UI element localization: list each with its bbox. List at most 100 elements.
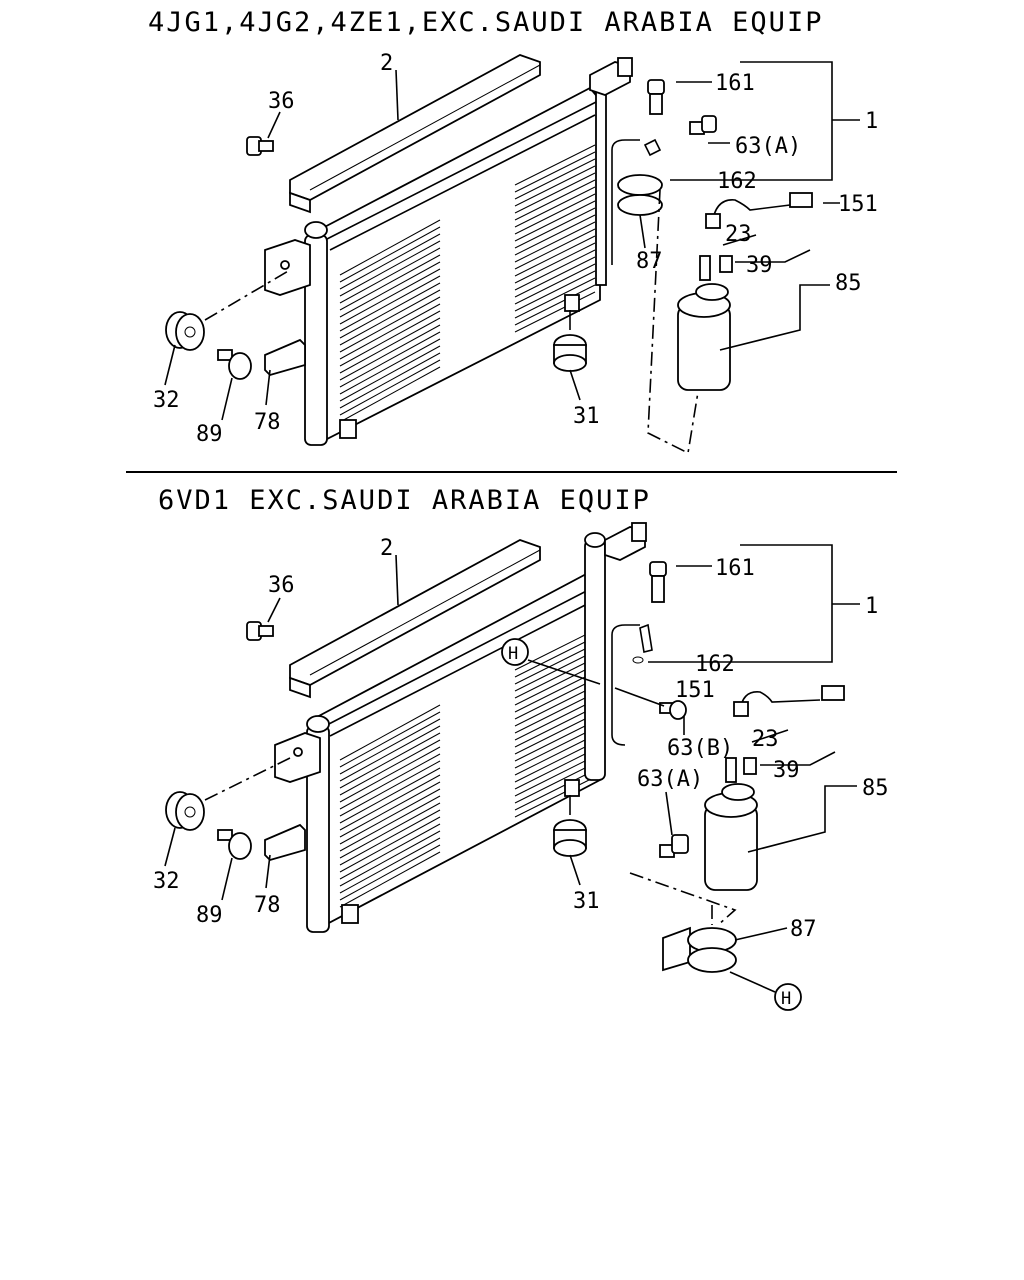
condenser-fin — [514, 270, 596, 312]
condenser-fin — [514, 769, 596, 811]
upper-bracket-2 — [289, 539, 541, 699]
condenser-fin — [514, 741, 596, 783]
condenser-fin — [514, 214, 596, 256]
ref-h-label-2: H — [781, 989, 791, 1009]
dash-clamp — [629, 872, 737, 926]
callout-31-b: 31 — [573, 889, 600, 914]
lower-bracket — [264, 338, 306, 377]
pipe-assembly-icon-2 — [632, 561, 667, 664]
pipe-assembly-icon — [643, 79, 717, 157]
dash-drier — [647, 189, 699, 455]
bottom-clip — [339, 419, 357, 439]
condenser-fin — [514, 755, 596, 797]
condenser-fin — [339, 718, 441, 775]
condenser-fin — [514, 699, 596, 741]
condenser-fin — [339, 802, 441, 859]
condenser-fin — [339, 816, 441, 873]
pipe-fitting-2 — [604, 522, 647, 561]
condenser-fin — [514, 151, 596, 193]
bottom-clip-right-2 — [564, 779, 580, 797]
condenser-fin — [514, 249, 596, 291]
receiver-drier-icon-2 — [704, 757, 758, 891]
condenser-fin — [339, 823, 441, 880]
section-1-title: 4JG1,4JG2,4ZE1,EXC.SAUDI ARABIA EQUIP — [148, 7, 823, 38]
condenser-fin — [339, 352, 441, 409]
callout-78-b: 78 — [254, 893, 281, 918]
bushing-32-icon-2 — [165, 791, 205, 831]
condenser-fin — [339, 219, 441, 276]
condenser-fin — [514, 144, 596, 186]
bolt-63b-icon — [659, 700, 687, 720]
condenser-fin — [514, 165, 596, 207]
condenser-fin — [339, 324, 441, 381]
callout-23: 23 — [725, 222, 752, 247]
clamp-87-icon — [617, 174, 663, 216]
callout-32: 32 — [153, 388, 180, 413]
callout-89-b: 89 — [196, 903, 223, 928]
pipe-fitting — [589, 57, 633, 96]
ref-h-label-1: H — [508, 644, 518, 664]
condenser-fin — [339, 359, 441, 416]
callout-162-b: 162 — [695, 652, 735, 677]
bolt-36-icon-2 — [246, 621, 274, 641]
section-2-title: 6VD1 EXC.SAUDI ARABIA EQUIP — [158, 485, 651, 516]
callout-39: 39 — [746, 253, 773, 278]
section-1: 4JG1,4JG2,4ZE1,EXC.SAUDI ARABIA EQUIP — [148, 7, 878, 455]
bolt-36-icon — [246, 136, 274, 156]
condenser-fin — [514, 748, 596, 790]
condenser-fin — [514, 692, 596, 734]
condenser-fin — [339, 338, 441, 395]
bushing-32-icon — [165, 311, 205, 351]
callout-162: 162 — [717, 169, 757, 194]
condenser-fin — [339, 275, 441, 332]
callout-63a-b: 63(A) — [637, 767, 703, 792]
leader-lines-1 — [164, 61, 860, 421]
condenser-fin — [514, 207, 596, 249]
cushion-31-icon — [553, 334, 587, 372]
condenser-fin — [514, 256, 596, 298]
callout-39-b: 39 — [773, 758, 800, 783]
callout-2: 2 — [380, 51, 393, 76]
callout-1-b: 1 — [865, 594, 878, 619]
condenser-fin — [339, 366, 441, 423]
condenser-fin — [339, 289, 441, 346]
condenser-fin — [339, 317, 441, 374]
condenser-fin — [514, 221, 596, 263]
condenser-fin — [514, 172, 596, 214]
callout-87: 87 — [636, 249, 663, 274]
callout-36-b: 36 — [268, 573, 295, 598]
condenser-fin — [514, 235, 596, 277]
condenser-fin — [339, 704, 441, 761]
condenser-fin — [339, 851, 441, 908]
left-mount-bracket — [264, 239, 311, 296]
condenser-fin — [514, 179, 596, 221]
condenser-fin — [514, 734, 596, 776]
condenser-fin — [514, 200, 596, 242]
condenser-fin — [514, 643, 596, 685]
condenser-fin — [339, 830, 441, 887]
condenser-fin — [514, 284, 596, 326]
condenser-fin — [339, 331, 441, 388]
callout-63a: 63(A) — [735, 134, 801, 159]
callout-151: 151 — [838, 192, 878, 217]
condenser-fin — [514, 762, 596, 804]
bottom-clip-2 — [341, 904, 359, 924]
condenser-fin — [514, 713, 596, 755]
condenser-fin — [339, 254, 441, 311]
left-mount-bracket-2 — [274, 732, 321, 783]
lower-bracket-2 — [264, 823, 306, 862]
condenser-fin — [514, 242, 596, 284]
condenser-fin — [339, 844, 441, 901]
condenser-fin — [339, 282, 441, 339]
callout-151-b: 151 — [675, 678, 715, 703]
callout-89: 89 — [196, 422, 223, 447]
condenser-fin — [339, 240, 441, 297]
callout-78: 78 — [254, 410, 281, 435]
callout-161-b: 161 — [715, 556, 755, 581]
condenser-fin — [514, 657, 596, 699]
pressure-switch-wire-icon-2 — [733, 685, 845, 717]
callout-32-b: 32 — [153, 869, 180, 894]
callout-1: 1 — [865, 109, 878, 134]
clamp-87-icon-2 — [662, 926, 737, 973]
cushion-31-icon-2 — [553, 819, 587, 857]
